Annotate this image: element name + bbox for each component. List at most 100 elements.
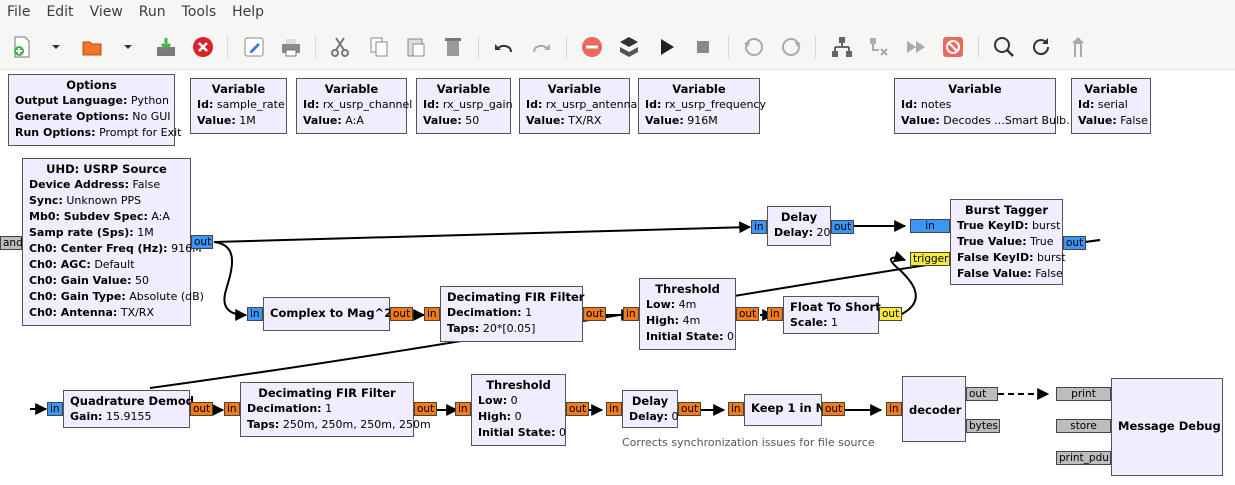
port-fir2-in[interactable]: in — [224, 402, 240, 416]
uhd-usrp-source-block[interactable]: UHD: USRP Source Device Address: False S… — [22, 158, 204, 326]
variable-sample-rate[interactable]: Variable Id: sample_rate Value: 1M — [190, 78, 287, 134]
delete-icon[interactable] — [439, 33, 467, 61]
paste-icon[interactable] — [402, 33, 430, 61]
rotate-ccw-icon[interactable] — [740, 33, 768, 61]
param-low: Low: 0 — [478, 394, 518, 407]
port-fts-in[interactable]: in — [767, 307, 783, 321]
dropdown-arrow-icon[interactable] — [114, 33, 142, 61]
port-decoder-bytes[interactable]: bytes — [966, 419, 1000, 433]
variable-notes[interactable]: Variable Id: notes Value: Decodes ...Sma… — [894, 78, 1070, 134]
burst-tagger-block[interactable]: Burst Tagger True KeyID: burst True Valu… — [950, 199, 1066, 285]
menu-tools[interactable]: Tools — [181, 4, 217, 20]
decoder-block[interactable]: decoder — [902, 376, 966, 442]
hier-remove-icon[interactable] — [865, 33, 893, 61]
port-debug-print[interactable]: print — [1056, 387, 1111, 401]
stop-icon[interactable] — [689, 33, 717, 61]
port-fts-out[interactable]: out — [879, 307, 902, 321]
menu-run[interactable]: Run — [138, 4, 166, 20]
hier-block-icon[interactable] — [828, 33, 856, 61]
edit-icon[interactable] — [240, 33, 268, 61]
port-cut-left[interactable]: and — [0, 236, 23, 250]
port-burst-trigger[interactable]: trigger — [910, 252, 950, 266]
port-decoder-in[interactable]: in — [886, 402, 902, 416]
port-keep-out[interactable]: out — [822, 402, 845, 416]
delay-2-block[interactable]: Delay Delay: 0 — [622, 390, 679, 428]
run-icon[interactable] — [652, 33, 680, 61]
message-debug-block[interactable]: Message Debug — [1111, 378, 1223, 476]
port-mag-out[interactable]: out — [390, 307, 413, 321]
dropdown-arrow-icon[interactable] — [42, 33, 70, 61]
port-mag-in[interactable]: in — [247, 307, 263, 321]
param-id: Id: sample_rate — [197, 98, 285, 111]
port-fir2-out[interactable]: out — [414, 402, 437, 416]
reload-icon[interactable] — [1027, 33, 1055, 61]
param-output-language: Output Language: Python — [15, 94, 169, 107]
port-fir1-out[interactable]: out — [583, 307, 606, 321]
toolbar — [0, 24, 1235, 70]
decimating-fir-filter-2-block[interactable]: Decimating FIR Filter Decimation: 1 Taps… — [240, 382, 431, 437]
kill-icon[interactable] — [939, 33, 967, 61]
param-id: Id: notes — [901, 98, 952, 111]
menu-view[interactable]: View — [89, 4, 123, 20]
menu-help[interactable]: Help — [232, 4, 265, 20]
menu-file[interactable]: File — [7, 4, 31, 20]
generate-icon[interactable] — [615, 33, 643, 61]
variable-rx-usrp-antenna[interactable]: Variable Id: rx_usrp_antenna Value: TX/R… — [519, 78, 637, 134]
disable-block-icon[interactable] — [578, 33, 606, 61]
port-thresh1-in[interactable]: in — [623, 307, 639, 321]
param-taps: Taps: 250m, 250m, 250m, 250m — [247, 418, 431, 431]
complex-to-mag2-block[interactable]: Complex to Mag^2 — [263, 297, 392, 331]
port-delay2-out[interactable]: out — [678, 402, 701, 416]
param-device-address: Device Address: False — [29, 178, 161, 191]
variable-serial[interactable]: Variable Id: serial Value: False — [1071, 78, 1151, 134]
param-gain-type: Ch0: Gain Type: Absolute (dB) — [29, 290, 204, 303]
port-fir1-in[interactable]: in — [424, 307, 440, 321]
port-thresh2-in[interactable]: in — [455, 402, 471, 416]
port-delay1-in[interactable]: in — [751, 220, 767, 234]
rotate-cw-icon[interactable] — [777, 33, 805, 61]
port-quad-out[interactable]: out — [190, 402, 213, 416]
print-icon[interactable] — [277, 33, 305, 61]
threshold-1-block[interactable]: Threshold Low: 4m High: 4m Initial State… — [639, 278, 736, 350]
port-decoder-out[interactable]: out — [966, 387, 998, 401]
port-keep-in[interactable]: in — [728, 402, 744, 416]
port-debug-print-pdu[interactable]: print_pdu — [1056, 451, 1111, 465]
quadrature-demod-block[interactable]: Quadrature Demod Gain: 15.9155 — [63, 390, 194, 428]
port-delay1-out[interactable]: out — [831, 220, 854, 234]
keep-1-in-n-block[interactable]: Keep 1 in N — [744, 394, 826, 426]
block-title: Float To Short — [790, 300, 881, 314]
threshold-2-block[interactable]: Threshold Low: 0 High: 0 Initial State: … — [471, 374, 566, 446]
float-to-short-block[interactable]: Float To Short Scale: 1 — [783, 296, 881, 334]
variable-rx-usrp-gain[interactable]: Variable Id: rx_usrp_gain Value: 50 — [416, 78, 513, 134]
decimating-fir-filter-1-block[interactable]: Decimating FIR Filter Decimation: 1 Taps… — [440, 286, 584, 342]
menu-edit[interactable]: Edit — [46, 4, 74, 20]
cut-icon[interactable] — [326, 33, 354, 61]
port-burst-in[interactable]: in — [910, 219, 950, 233]
port-burst-out[interactable]: out — [1063, 236, 1086, 250]
new-file-icon[interactable] — [8, 33, 36, 61]
port-debug-store[interactable]: store — [1056, 419, 1111, 433]
port-thresh1-out[interactable]: out — [736, 307, 759, 321]
open-file-icon[interactable] — [78, 33, 106, 61]
param-scale: Scale: 1 — [790, 316, 838, 329]
port-usrp-out[interactable]: out — [191, 235, 213, 249]
find-icon[interactable] — [990, 33, 1018, 61]
options-block[interactable]: Options Output Language: Python Generate… — [8, 74, 181, 146]
port-delay2-in[interactable]: in — [606, 402, 622, 416]
flowgraph-canvas[interactable]: Options Output Language: Python Generate… — [0, 70, 1235, 485]
block-title: Keep 1 in N — [751, 401, 826, 415]
bypass-icon[interactable] — [902, 33, 930, 61]
undo-icon[interactable] — [490, 33, 518, 61]
redo-icon[interactable] — [527, 33, 555, 61]
variable-rx-usrp-channel[interactable]: Variable Id: rx_usrp_channel Value: A:A — [296, 78, 412, 134]
save-icon[interactable] — [152, 33, 180, 61]
param-value: Value: Decodes ...Smart Bulb. — [901, 114, 1070, 127]
move-up-icon[interactable] — [1064, 33, 1092, 61]
param-gain: Gain: 15.9155 — [70, 410, 152, 423]
port-thresh2-out[interactable]: out — [566, 402, 589, 416]
close-icon[interactable] — [189, 33, 217, 61]
delay-1-block[interactable]: Delay Delay: 20 — [767, 206, 831, 246]
copy-icon[interactable] — [365, 33, 393, 61]
port-quad-in[interactable]: in — [47, 402, 63, 416]
variable-rx-usrp-frequency[interactable]: Variable Id: rx_usrp_frequency Value: 91… — [638, 78, 766, 134]
